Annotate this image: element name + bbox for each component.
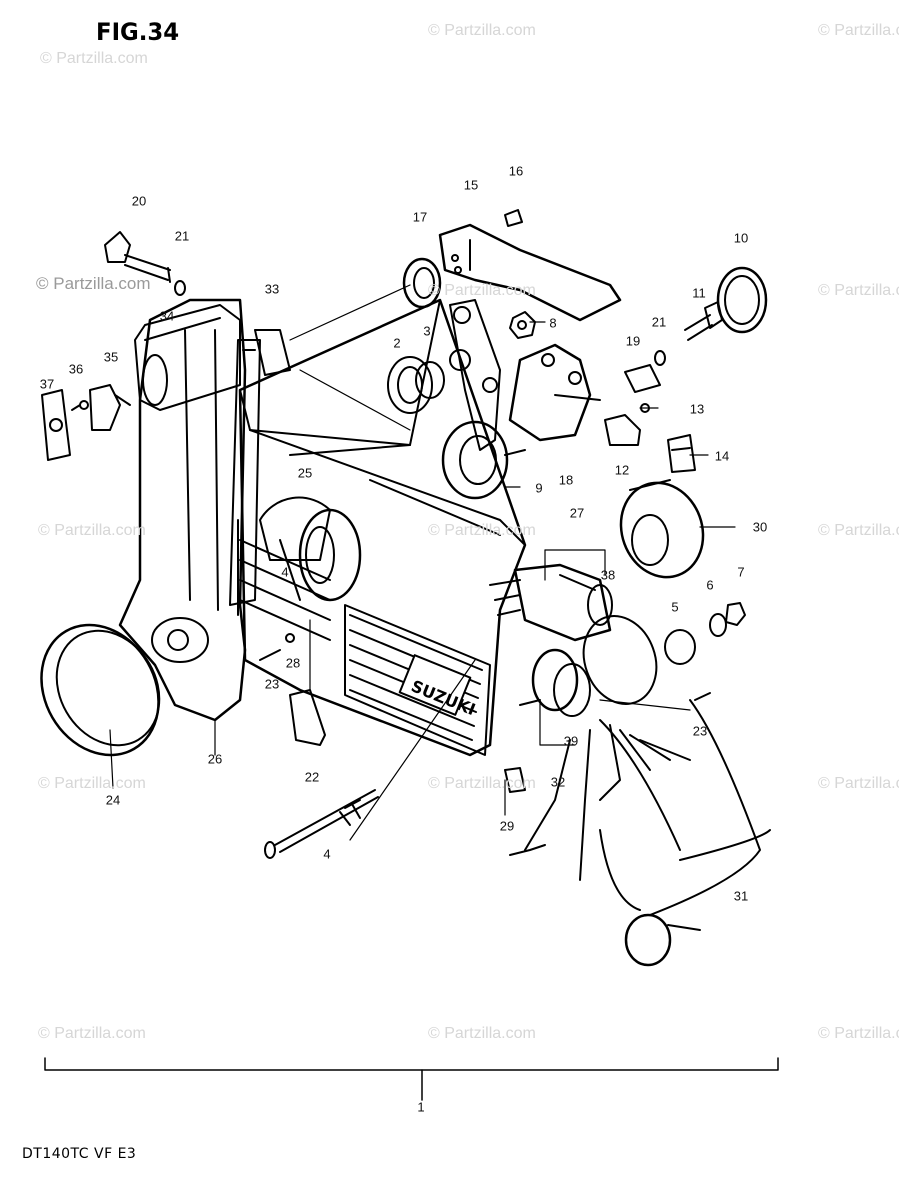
handle-arm — [118, 298, 247, 722]
callout-label: 16 — [508, 163, 524, 179]
watermark: © Partzilla.com — [818, 522, 899, 539]
suzuki-label-plate — [344, 604, 491, 756]
watermark: © Partzilla.com — [428, 522, 536, 539]
watermark: © Partzilla.com — [40, 50, 148, 67]
watermark: © Partzilla.com — [428, 1025, 536, 1042]
callout-label: 3 — [423, 323, 431, 339]
callout-label: 35 — [103, 349, 119, 365]
callout-label: 22 — [304, 769, 320, 785]
callout-label: 10 — [733, 230, 749, 246]
bracket-22 — [289, 689, 326, 746]
callout-label: 33 — [264, 281, 280, 297]
callout-label: 12 — [614, 462, 630, 478]
assembly-bracket — [44, 1057, 779, 1101]
callout-label: 14 — [714, 448, 730, 464]
control-box-housing — [238, 284, 527, 757]
callout-label: 9 — [535, 480, 543, 496]
callout-label: 4 — [281, 564, 289, 580]
callout-label: 18 — [558, 472, 574, 488]
watermark: © Partzilla.com — [38, 775, 146, 792]
callout-label: 7 — [737, 564, 745, 580]
callout-label: 23 — [692, 723, 708, 739]
watermark: © Partzilla.com — [818, 775, 899, 792]
housing-side-ribs — [237, 519, 331, 641]
trim-switch — [489, 563, 613, 642]
callout-label: 13 — [689, 401, 705, 417]
watermark: © Partzilla.com — [818, 22, 899, 39]
washer-21 — [654, 350, 666, 366]
callout-label: 6 — [706, 577, 714, 593]
model-code: DT140TC VF E3 — [22, 1146, 137, 1162]
callout-label: 11 — [692, 285, 706, 301]
bushing-set — [387, 349, 471, 414]
hardware-5-6-7 — [664, 602, 746, 665]
watermark-highlight: © Partzilla.com — [36, 274, 151, 293]
lanyard-switch-assembly — [41, 384, 131, 461]
callout-label: 2 — [393, 335, 401, 351]
callout-label: 29 — [499, 818, 515, 834]
ring-17 — [402, 257, 442, 309]
callout-label: 34 — [159, 308, 175, 324]
wire-harness — [509, 699, 771, 967]
lever-plate — [441, 299, 526, 500]
callout-label: 27 — [569, 505, 585, 521]
watermark: © Partzilla.com — [818, 1025, 899, 1042]
callout-label: 8 — [549, 315, 557, 331]
callout-label: 21 — [651, 314, 667, 330]
washer-28 — [285, 633, 295, 643]
callout-label: 24 — [105, 792, 121, 808]
callout-label: 23 — [264, 676, 280, 692]
switch-bracket — [604, 364, 696, 473]
callout-label: 36 — [68, 361, 84, 377]
callout-label: 30 — [752, 519, 768, 535]
handle-grip — [134, 304, 241, 411]
shift-gear — [259, 496, 362, 602]
lock-bar — [229, 329, 291, 606]
screw-23-left — [259, 649, 281, 661]
watermark: © Partzilla.com — [818, 282, 899, 299]
callout-label: 4 — [323, 846, 331, 862]
nut-8 — [509, 311, 536, 339]
callout-label: 37 — [39, 376, 55, 392]
bolt-11 — [684, 301, 723, 341]
callout-label: 21 — [174, 228, 190, 244]
callout-label: 26 — [207, 751, 223, 767]
cam-housing — [619, 479, 705, 579]
mounting-bracket — [438, 209, 622, 322]
key-switch — [519, 648, 591, 717]
callout-label: 38 — [600, 567, 616, 583]
callout-label: 15 — [463, 177, 479, 193]
ring-10 — [716, 266, 768, 334]
callout-label: 5 — [671, 599, 679, 615]
cam-plate — [508, 343, 601, 442]
callout-label: 28 — [285, 655, 301, 671]
callout-label: 31 — [733, 888, 749, 904]
callout-label: 20 — [131, 193, 147, 209]
watermark: © Partzilla.com — [428, 22, 536, 39]
screw-23-right — [694, 692, 711, 701]
watermark: © Partzilla.com — [38, 522, 146, 539]
watermark: © Partzilla.com — [38, 1025, 146, 1042]
cover-plate — [40, 623, 161, 757]
callout-label: 25 — [297, 465, 313, 481]
long-bolt — [264, 789, 379, 859]
clip-29 — [504, 767, 526, 793]
watermark: © Partzilla.com — [428, 775, 536, 792]
callout-label: 1 — [417, 1099, 425, 1115]
watermark: © Partzilla.com — [428, 282, 536, 299]
figure-title: FIG.34 — [96, 18, 180, 46]
callout-label: 39 — [563, 733, 579, 749]
leader-lines — [109, 321, 736, 841]
harness-ring — [582, 615, 658, 705]
neutral-switch-screw — [104, 231, 186, 296]
callout-label: 17 — [412, 209, 428, 225]
callout-label: 32 — [550, 774, 566, 790]
callout-label: 19 — [625, 333, 641, 349]
